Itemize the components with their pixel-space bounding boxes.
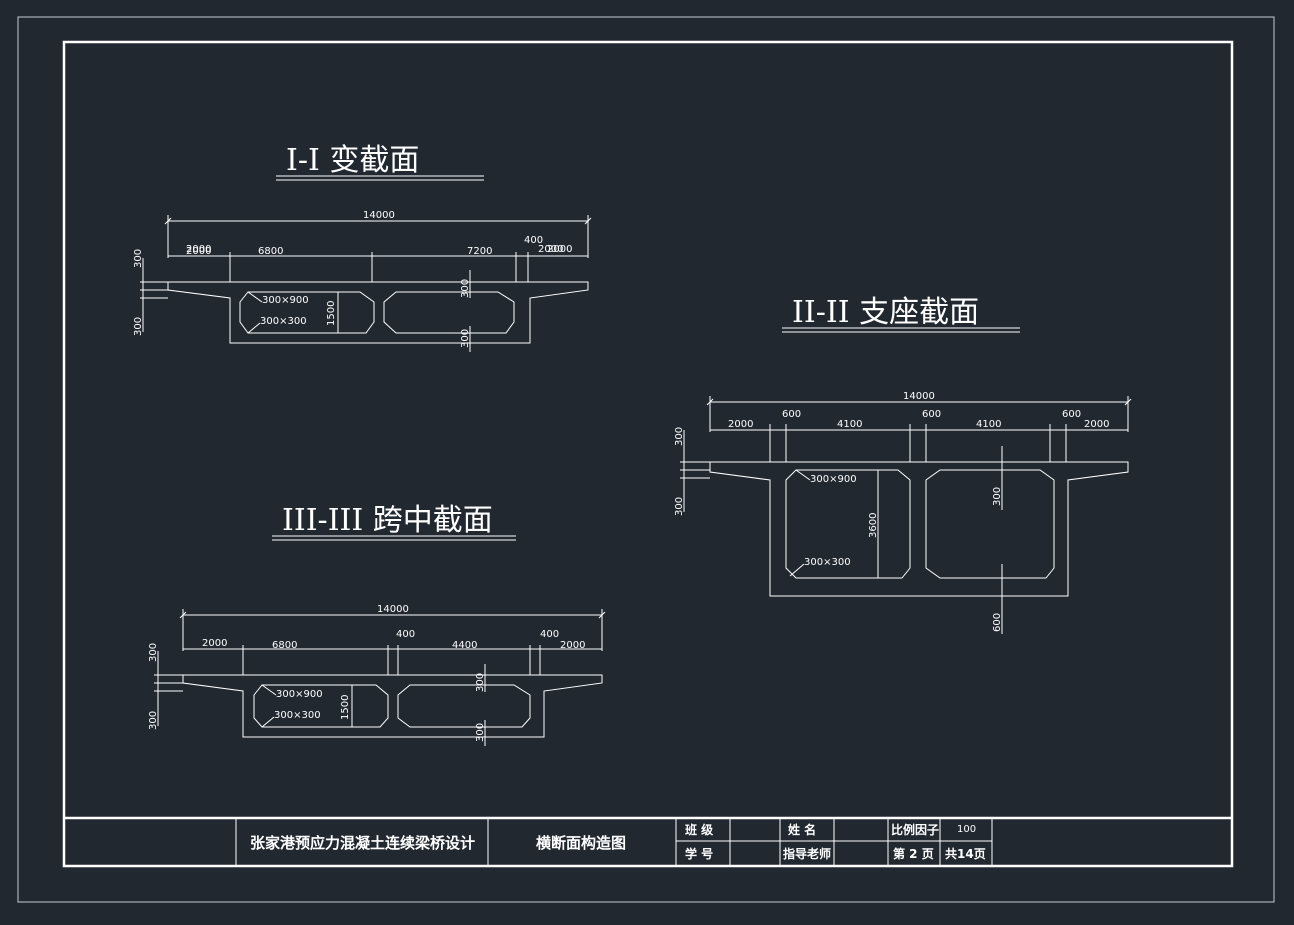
section-1-height: 1500 <box>326 301 337 326</box>
section-3-chamfer-top: 300×900 <box>276 689 323 700</box>
section-3-deck-thickness: 300 <box>475 673 486 692</box>
drawing-frame <box>62 40 1234 868</box>
section-3-seg-6: 2000 <box>560 640 585 651</box>
page-total: 共14页 <box>945 846 986 861</box>
section-2-overhang-bottom: 300 <box>674 497 685 516</box>
section-1-chamfer-top: 300×900 <box>262 295 309 306</box>
name-label: 姓 名 <box>788 822 816 837</box>
section-1-seg-2: 6800 <box>258 246 283 257</box>
section-3-total-width: 14000 <box>377 604 409 615</box>
section-3-height: 1500 <box>340 695 351 720</box>
section-2-overhang-top: 300 <box>674 427 685 446</box>
scale-value: 100 <box>957 824 976 835</box>
section-2-bottom-thickness: 600 <box>992 613 1003 632</box>
section-1-total-width: 14000 <box>363 210 395 221</box>
section-2-total-width: 14000 <box>903 391 935 402</box>
section-3-overhang-bottom: 300 <box>148 711 159 730</box>
section-2-deck-thickness: 300 <box>992 487 1003 506</box>
section-3-bottom-thickness: 300 <box>475 723 486 742</box>
project-title: 张家港预应力混凝土连续梁桥设计 <box>250 834 475 852</box>
section-2: II-II 支座截面 14000 2000 600 4100 600 4100 … <box>674 295 1132 634</box>
section-2-seg-6: 600 <box>1062 409 1081 420</box>
section-1-seg-4: 400 <box>524 235 543 246</box>
page-number: 第 2 页 <box>893 846 934 861</box>
section-2-chamfer-top: 300×900 <box>810 474 857 485</box>
section-1-deck-thickness: 300 <box>460 279 471 298</box>
section-1-overhang-top: 300 <box>133 249 144 268</box>
drawing-title: 横断面构造图 <box>536 834 626 852</box>
section-1-seg-5: 2000 <box>538 244 563 255</box>
class-label: 班 级 <box>685 822 713 837</box>
section-2-seg-3: 4100 <box>837 419 862 430</box>
section-2-height: 3600 <box>868 513 879 538</box>
section-1-overhang-bottom: 300 <box>133 317 144 336</box>
section-1: I-I 变截面 14000 2000 2000 6800 7200 400 20… <box>133 143 592 352</box>
section-1-bottom-thickness: 300 <box>460 329 471 348</box>
section-1-seg-1b: 2000 <box>186 246 211 257</box>
section-2-seg-1: 2000 <box>728 419 753 430</box>
section-1-seg-6: 2000 <box>547 244 572 255</box>
section-2-title: II-II 支座截面 <box>792 295 979 330</box>
section-3-title: III-III 跨中截面 <box>282 503 493 538</box>
sheet-outer-border <box>17 16 1275 903</box>
section-2-seg-7: 2000 <box>1084 419 1109 430</box>
section-2-chamfer-bottom: 300×300 <box>804 557 851 568</box>
section-3: III-III 跨中截面 14000 2000 6800 400 4400 40… <box>148 503 606 746</box>
section-1-title: I-I 变截面 <box>286 143 419 178</box>
section-2-seg-5: 4100 <box>976 419 1001 430</box>
section-3-seg-3: 400 <box>396 629 415 640</box>
section-1-chamfer-bottom: 300×300 <box>260 316 307 327</box>
section-3-seg-4: 4400 <box>452 640 477 651</box>
title-block: 张家港预应力混凝土连续梁桥设计 横断面构造图 班 级 学 号 姓 名 指导老师 … <box>64 816 1232 866</box>
section-1-seg-1: 2000 <box>186 244 211 255</box>
student-id-label: 学 号 <box>685 846 713 861</box>
section-1-seg-3: 7200 <box>467 246 492 257</box>
scale-label: 比例因子 <box>891 822 939 837</box>
section-2-seg-4: 600 <box>922 409 941 420</box>
section-3-overhang-top: 300 <box>148 643 159 662</box>
section-3-seg-2: 6800 <box>272 640 297 651</box>
section-3-seg-5: 400 <box>540 629 559 640</box>
advisor-label: 指导老师 <box>783 846 831 861</box>
section-2-seg-2: 600 <box>782 409 801 420</box>
section-3-seg-1: 2000 <box>202 638 227 649</box>
section-3-chamfer-bottom: 300×300 <box>274 710 321 721</box>
